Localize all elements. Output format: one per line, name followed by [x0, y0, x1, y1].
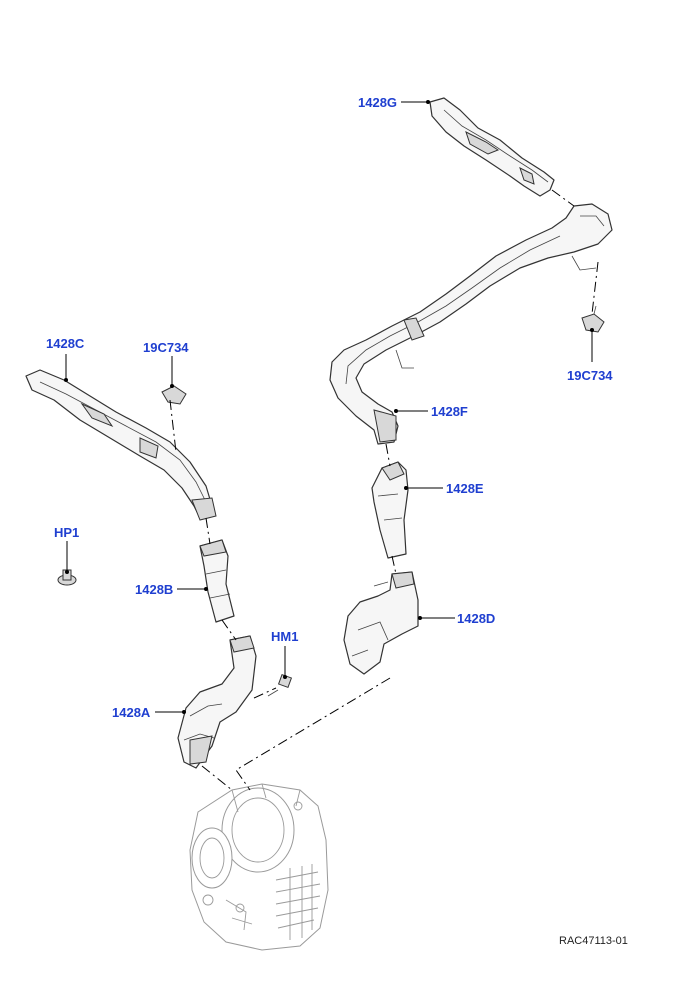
- leader-lines: [64, 100, 594, 714]
- assembly-centerlines: [169, 189, 599, 791]
- clip-19c734-right: [581, 305, 605, 333]
- transmission-housing: [189, 783, 329, 951]
- label-19c734-right: 19C734: [567, 368, 613, 383]
- label-1428e: 1428E: [446, 481, 484, 496]
- label-hm1: HM1: [271, 629, 298, 644]
- figure-reference: RAC47113-01: [559, 935, 628, 947]
- label-19c734-left: 19C734: [143, 340, 189, 355]
- duct-1428f: [329, 203, 613, 445]
- label-1428c: 1428C: [46, 336, 85, 351]
- duct-1428a: [177, 635, 257, 769]
- callout-labels: 1428G 19C734 1428F 1428E 1428D 1428C 19C…: [46, 95, 628, 947]
- duct-1428c: [25, 369, 217, 521]
- label-1428f: 1428F: [431, 404, 468, 419]
- duct-1428d: [343, 571, 419, 675]
- screw-hm1: [267, 673, 293, 697]
- label-1428b: 1428B: [135, 582, 173, 597]
- duct-1428g: [429, 97, 555, 197]
- label-1428g: 1428G: [358, 95, 397, 110]
- label-hp1: HP1: [54, 525, 79, 540]
- duct-1428e: [371, 461, 409, 559]
- clip-19c734-left: [161, 380, 187, 405]
- duct-1428b: [199, 539, 235, 623]
- label-1428d: 1428D: [457, 611, 495, 626]
- label-1428a: 1428A: [112, 705, 151, 720]
- plug-hp1: [57, 569, 77, 586]
